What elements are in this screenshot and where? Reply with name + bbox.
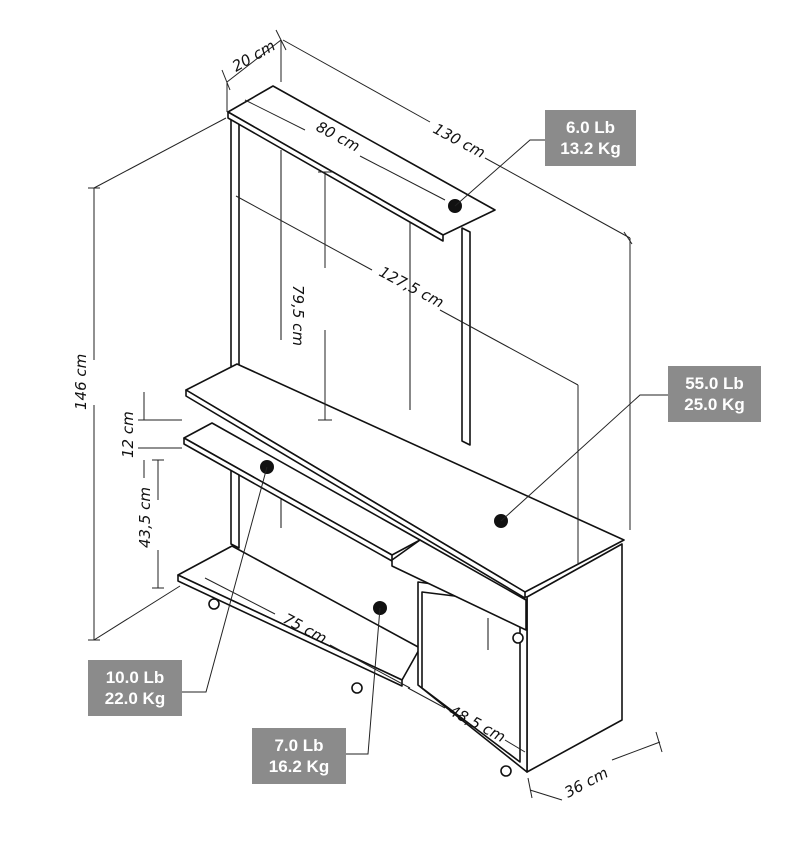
- wheel: [351, 682, 363, 694]
- bottom-shelf-front: [177, 574, 403, 687]
- desk-top-weight-kg: 25.0 Kg: [684, 395, 745, 414]
- desk-top-weight-lb: 55.0 Lb: [685, 374, 744, 393]
- bottom-shelf-weight-lb: 7.0 Lb: [274, 736, 324, 755]
- right-post: [461, 227, 471, 446]
- dim-lower-height: 43,5 cm: [136, 487, 154, 548]
- top-shelf-weight-kg: 13.2 Kg: [560, 139, 621, 158]
- right-drawer-panel: [391, 539, 527, 631]
- bottom-shelf-weight-kg: 16.2 Kg: [268, 757, 330, 776]
- left-post: [230, 117, 240, 371]
- drawer-shelf-weight-lb: 10.0 Lb: [105, 668, 165, 687]
- wheel: [512, 632, 524, 644]
- wheel: [208, 598, 220, 610]
- weight-markers: [182, 139, 668, 755]
- dim-depth: 36 cm: [561, 764, 611, 802]
- dim-top-depth: 20 cm: [229, 37, 278, 76]
- dim-overall-width: 130 cm: [430, 120, 488, 162]
- desk-top-front: [185, 389, 526, 599]
- drawer-shelf-weight-label: 10.0 Lb 22.0 Kg: [88, 660, 182, 716]
- tv-stand-drawing: [177, 85, 625, 777]
- top-shelf-weight-lb: 6.0 Lb: [565, 118, 616, 137]
- top-shelf-front: [227, 111, 444, 242]
- dimension-lines: [88, 29, 663, 801]
- wheel: [500, 765, 512, 777]
- dim-inner-width: 127,5 cm: [376, 263, 447, 312]
- top-shelf-weight-label: 6.0 Lb 13.2 Kg: [545, 110, 636, 166]
- dim-overall-height: 146 cm: [72, 354, 90, 410]
- desk-top-weight-label: 55.0 Lb 25.0 Kg: [668, 366, 761, 422]
- dim-inner-height: 79,5 cm: [289, 285, 307, 346]
- dim-drawer-height: 12 cm: [119, 411, 137, 458]
- lower-left-panel: [230, 469, 240, 549]
- drawer-shelf-weight-kg: 22.0 Kg: [104, 689, 166, 708]
- bottom-shelf-weight-label: 7.0 Lb 16.2 Kg: [252, 728, 346, 784]
